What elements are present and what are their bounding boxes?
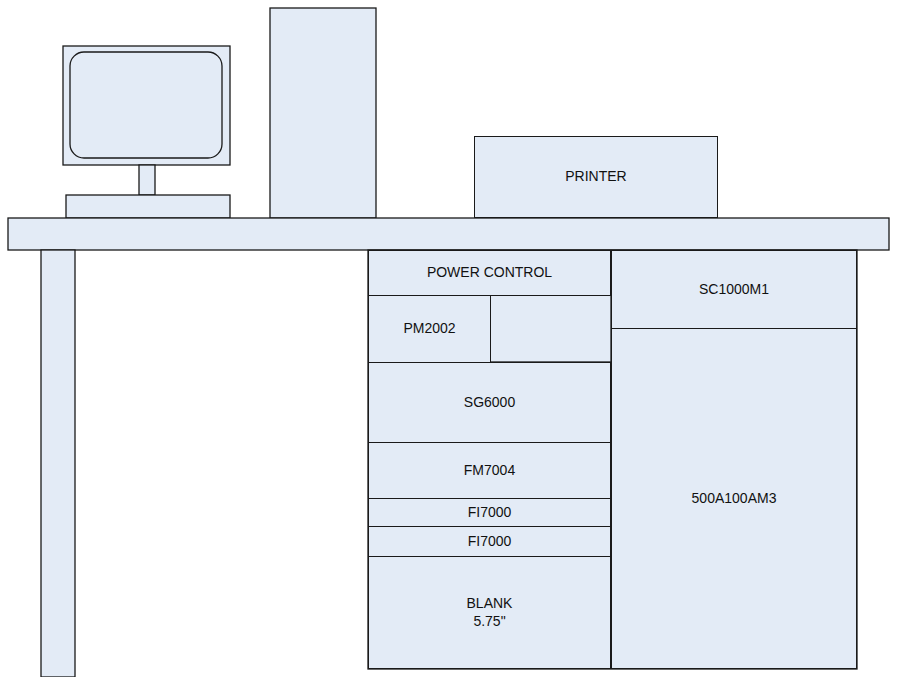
equipment-box: SC1000M1 (611, 250, 857, 329)
equipment-box: BLANK 5.75" (368, 556, 611, 669)
desk-top (8, 218, 889, 250)
equipment-box: 500A100AM3 (611, 328, 857, 669)
box-label: SG6000 (464, 394, 515, 412)
box-label: PRINTER (565, 168, 626, 186)
box-label: FI7000 (468, 504, 512, 522)
box-label: BLANK 5.75" (460, 595, 520, 630)
box-label: PM2002 (403, 320, 455, 338)
equipment-box: FI7000 (368, 526, 611, 557)
monitor-base (66, 195, 230, 218)
equipment-rack (368, 250, 857, 669)
computer-tower (270, 8, 376, 218)
equipment-box: PM2002 (368, 295, 491, 363)
box-label: POWER CONTROL (427, 264, 552, 282)
equipment-box: POWER CONTROL (368, 250, 611, 296)
box-label: SC1000M1 (699, 281, 769, 299)
box-label: FI7000 (468, 533, 512, 551)
equipment-box: SG6000 (368, 362, 611, 443)
monitor-frame (63, 46, 230, 165)
desk-leg (41, 250, 75, 677)
monitor-screen (70, 52, 222, 158)
box-label: FM7004 (464, 462, 515, 480)
equipment-box: FM7004 (368, 442, 611, 499)
equipment-box: PRINTER (474, 136, 718, 218)
monitor-neck (139, 165, 155, 195)
box-label: 500A100AM3 (692, 490, 777, 508)
equipment-box: FI7000 (368, 498, 611, 527)
empty-panel (490, 295, 611, 362)
